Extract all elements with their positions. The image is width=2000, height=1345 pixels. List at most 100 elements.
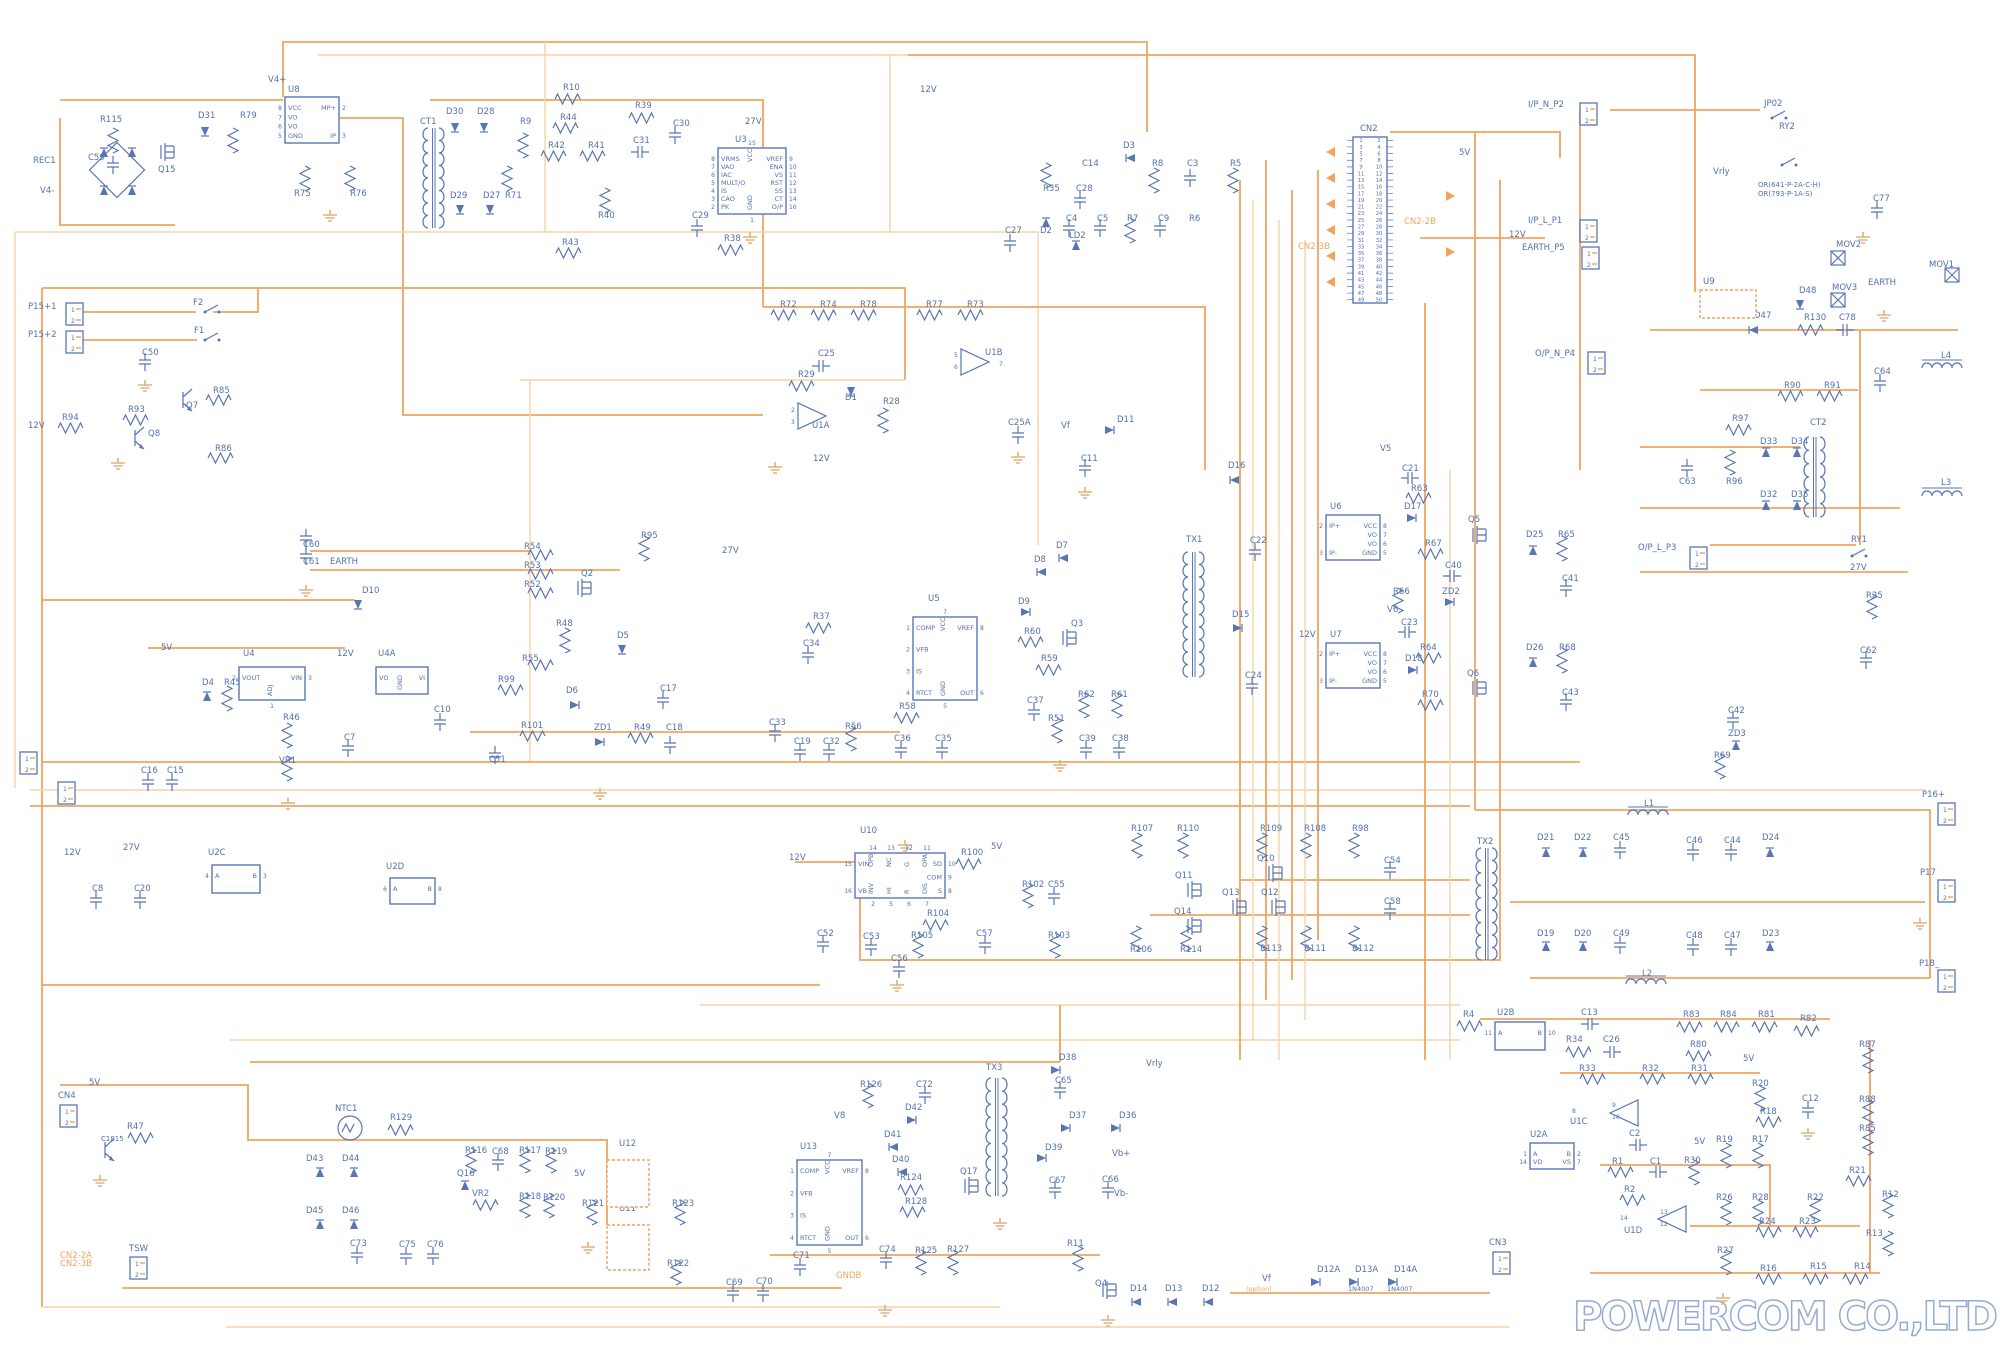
label-d17: D17 bbox=[1404, 502, 1421, 512]
svg-text:21: 21 bbox=[1358, 205, 1365, 211]
gnd-glyph bbox=[898, 840, 912, 852]
res-glyph bbox=[205, 393, 232, 407]
svg-text:1: 1 bbox=[750, 217, 754, 224]
label-c9: C9 bbox=[1158, 214, 1169, 224]
label-c3: C3 bbox=[1187, 159, 1198, 169]
svg-text:4: 4 bbox=[906, 690, 910, 697]
tr-glyph bbox=[577, 579, 592, 597]
svg-text:44: 44 bbox=[1376, 278, 1383, 284]
svg-text:SS: SS bbox=[775, 187, 783, 195]
gnd-glyph bbox=[1078, 487, 1092, 499]
label-q15: Q15 bbox=[158, 165, 176, 175]
connector-i-p_n_p2: 12 bbox=[1579, 102, 1598, 126]
label-r45: R45 bbox=[224, 678, 241, 688]
label-r75: R75 bbox=[294, 189, 311, 199]
dio-glyph bbox=[1072, 240, 1080, 250]
label-c23: C23 bbox=[1401, 618, 1418, 628]
svg-text:16: 16 bbox=[789, 204, 797, 211]
svg-text:12: 12 bbox=[905, 845, 913, 852]
label-5v: 5V bbox=[1459, 148, 1470, 158]
label-c78: C78 bbox=[1839, 313, 1856, 323]
label-r66: R66 bbox=[1393, 587, 1410, 597]
gnd-glyph bbox=[1053, 760, 1067, 772]
label-c54: C54 bbox=[1384, 856, 1401, 866]
dio-glyph bbox=[847, 387, 855, 397]
label-c24: C24 bbox=[1245, 671, 1262, 681]
label-i-p_n_p2: I/P_N_P2 bbox=[1528, 100, 1564, 110]
svg-text:1: 1 bbox=[1585, 224, 1589, 231]
cap-glyph bbox=[1028, 703, 1040, 721]
svg-text:1: 1 bbox=[25, 756, 29, 763]
label-c2: C2 bbox=[1629, 1129, 1640, 1139]
res-glyph bbox=[1723, 449, 1737, 476]
label-zd3: ZD3 bbox=[1728, 729, 1746, 739]
svg-text:6: 6 bbox=[1383, 541, 1387, 548]
label-u1d: U1D bbox=[1624, 1226, 1643, 1236]
cap-glyph bbox=[1401, 472, 1419, 484]
cap-glyph bbox=[1649, 1166, 1667, 1178]
dio-glyph bbox=[480, 123, 488, 133]
cap-glyph bbox=[895, 741, 907, 759]
svg-text:11: 11 bbox=[1484, 1030, 1492, 1037]
label-u1c: U1C bbox=[1570, 1117, 1588, 1127]
label-c73: C73 bbox=[350, 1239, 367, 1249]
label-2: 2 bbox=[791, 407, 795, 414]
svg-text:14: 14 bbox=[869, 845, 877, 852]
label-mov1: MOV1 bbox=[1929, 260, 1954, 270]
label-c7: C7 bbox=[344, 733, 355, 743]
label-c10: C10 bbox=[434, 705, 451, 715]
res-glyph bbox=[1751, 1199, 1765, 1226]
label-u6: U6 bbox=[1330, 502, 1342, 512]
wire bbox=[282, 41, 1148, 132]
svg-text:1: 1 bbox=[63, 786, 67, 793]
res-glyph bbox=[1226, 167, 1240, 194]
label-r109: R109 bbox=[1260, 824, 1282, 834]
label-zd2: ZD2 bbox=[1442, 587, 1460, 597]
dio-glyph bbox=[570, 701, 580, 709]
label-c18: C18 bbox=[666, 723, 683, 733]
gnd-glyph bbox=[1856, 232, 1870, 244]
svg-text:11: 11 bbox=[1358, 171, 1365, 177]
res-glyph bbox=[1725, 423, 1752, 437]
res-glyph bbox=[1719, 1199, 1733, 1226]
svg-text:12: 12 bbox=[1376, 171, 1383, 177]
label-r23: R23 bbox=[1799, 1217, 1816, 1227]
svg-text:7: 7 bbox=[828, 1152, 832, 1159]
cap-glyph bbox=[1725, 938, 1737, 956]
label-d47: D47 bbox=[1754, 311, 1771, 321]
res-glyph bbox=[1456, 1019, 1483, 1033]
res-glyph bbox=[1861, 1129, 1875, 1156]
svg-text:GND: GND bbox=[1362, 549, 1377, 557]
res-glyph bbox=[542, 1192, 556, 1219]
label-r104: R104 bbox=[927, 909, 949, 919]
svg-text:42: 42 bbox=[1376, 271, 1383, 277]
label-d19: D19 bbox=[1537, 929, 1554, 939]
res-glyph bbox=[1555, 535, 1569, 562]
label-r24: R24 bbox=[1759, 1217, 1776, 1227]
label-c21: C21 bbox=[1402, 464, 1419, 474]
cap-glyph bbox=[492, 1153, 504, 1171]
svg-text:29: 29 bbox=[1358, 231, 1365, 237]
label-5v: 5V bbox=[574, 1169, 585, 1179]
gnd-glyph bbox=[993, 1218, 1007, 1230]
label-d29: D29 bbox=[450, 191, 467, 201]
svg-text:1: 1 bbox=[1943, 884, 1947, 891]
svg-text:VREF: VREF bbox=[842, 1167, 859, 1175]
cap-glyph bbox=[1398, 626, 1416, 638]
svg-text:3: 3 bbox=[1319, 678, 1323, 685]
res-glyph bbox=[558, 627, 572, 654]
wire bbox=[1390, 131, 1561, 158]
svg-text:8: 8 bbox=[711, 156, 715, 163]
svg-text:COMP: COMP bbox=[800, 1167, 819, 1175]
cap-glyph bbox=[1687, 843, 1699, 861]
res-glyph bbox=[57, 421, 84, 435]
wire bbox=[42, 287, 906, 380]
label-vf: Vf bbox=[1262, 1274, 1272, 1284]
cap-glyph bbox=[166, 773, 178, 791]
label-5: 5 bbox=[954, 352, 958, 359]
label-q17: Q17 bbox=[960, 1167, 978, 1177]
svg-text:41: 41 bbox=[1358, 271, 1365, 277]
res-glyph bbox=[1792, 1225, 1819, 1239]
svg-text:5: 5 bbox=[943, 703, 947, 710]
